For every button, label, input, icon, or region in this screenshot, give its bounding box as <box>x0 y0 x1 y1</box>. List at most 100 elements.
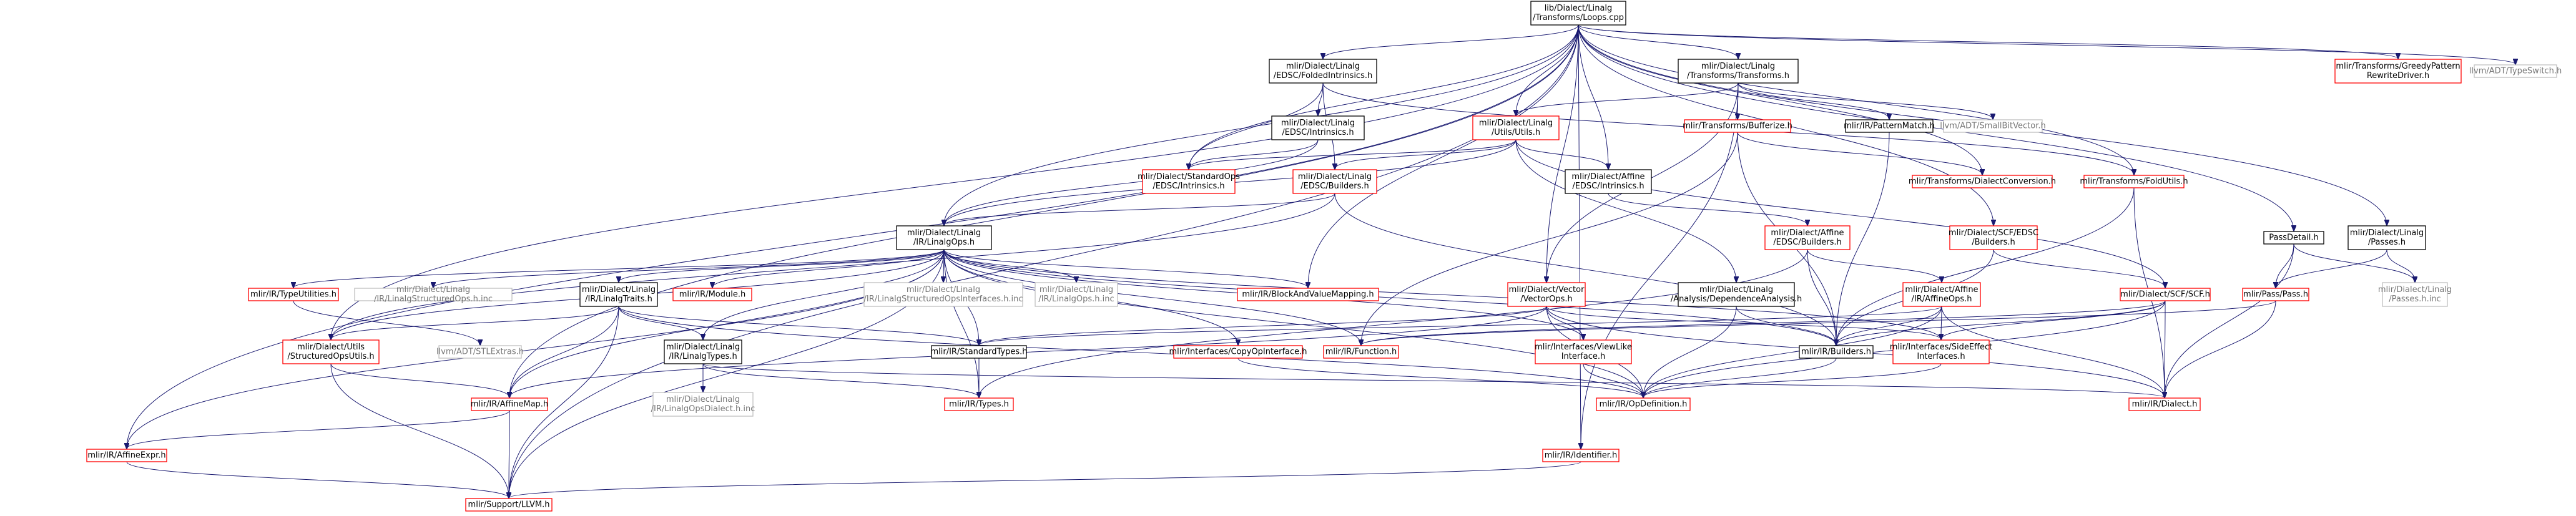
node-label-line: /EDSC/Builders.h <box>1300 182 1369 191</box>
edge-linalg_intr-to-std_intr <box>1189 139 1319 169</box>
node-label-line: /Passes.h.inc <box>2389 295 2441 304</box>
edge-passdetail-to-passes_inc <box>2293 243 2415 282</box>
node-label-line: mlir/Dialect/Linalg <box>396 285 470 295</box>
edge-affineops-to-builders <box>1836 306 1942 345</box>
node-typeswitch[interactable]: llvm/ADT/TypeSwitch.h <box>2469 64 2562 78</box>
node-label-line: llvm/ADT/TypeSwitch.h <box>2469 67 2562 76</box>
node-types[interactable]: mlir/IR/Types.h <box>944 397 1014 411</box>
node-label-line: mlir/Dialect/Affine <box>1905 285 1978 295</box>
node-affineexpr[interactable]: mlir/IR/AffineExpr.h <box>86 449 167 462</box>
node-box <box>2382 282 2448 307</box>
node-box <box>579 282 658 307</box>
node-box <box>652 392 754 417</box>
node-label-line: mlir/Dialect/Linalg <box>1701 62 1775 71</box>
node-buffer[interactable]: mlir/Transforms/Bufferize.h <box>1683 119 1792 133</box>
node-passdetail[interactable]: PassDetail.h <box>2263 231 2324 245</box>
edge-root-to-structutils <box>331 24 1579 339</box>
node-foldutils[interactable]: mlir/Transforms/FoldUtils.h <box>2080 175 2188 188</box>
edge-vectorops-to-viewlike <box>1546 306 1583 339</box>
edge-vectorops-to-stdtypes <box>979 306 1547 345</box>
edge-linalgops-to-affinemap <box>509 249 945 397</box>
node-aff-intr[interactable]: mlir/Dialect/Affine/EDSC/Intrinsics.h <box>1565 169 1652 194</box>
node-vectorops[interactable]: mlir/Dialect/Vector/VectorOps.h <box>1507 282 1586 307</box>
node-structutils[interactable]: mlir/Dialect/Utils/StructuredOpsUtils.h <box>282 339 380 364</box>
node-label-line: mlir/Dialect/Linalg <box>666 395 740 404</box>
node-label-line: mlir/Dialect/SCF/EDSC <box>1949 228 2038 238</box>
node-affineops[interactable]: mlir/Dialect/Affine/IR/AffineOps.h <box>1902 282 1981 307</box>
node-depanal[interactable]: mlir/Dialect/Linalg/Analysis/DependenceA… <box>1671 282 1802 307</box>
node-supportllvm[interactable]: mlir/Support/LLVM.h <box>465 498 553 512</box>
node-aff-bld[interactable]: mlir/Dialect/Affine/EDSC/Builders.h <box>1764 225 1851 250</box>
edge-passes-to-passes_inc <box>2386 249 2415 282</box>
node-lso-inc[interactable]: mlir/Dialect/Linalg/IR/LinalgStructuredO… <box>354 285 513 304</box>
node-greedy[interactable]: mlir/Transforms/GreedyPatternRewriteDriv… <box>2334 59 2462 84</box>
edge-linalgops-to-lops_inc <box>943 249 1076 282</box>
node-stdtypes[interactable]: mlir/IR/StandardTypes.h <box>930 345 1028 359</box>
node-utils[interactable]: mlir/Dialect/Linalg/Utils/Utils.h <box>1472 115 1560 140</box>
node-label-line: mlir/Dialect/Linalg <box>1040 285 1113 295</box>
edge-scf-to-builders <box>1836 300 2166 345</box>
node-box <box>2347 225 2426 250</box>
node-linalgops[interactable]: mlir/Dialect/Linalg/IR/LinalgOps.h <box>896 225 992 250</box>
node-builders[interactable]: mlir/IR/Builders.h <box>1799 345 1874 359</box>
node-traits[interactable]: mlir/Dialect/Linalg/IR/LinalgTraits.h <box>579 282 658 307</box>
node-patmatch[interactable]: mlir/IR/PatternMatch.h <box>1844 119 1935 133</box>
node-box <box>1912 175 2053 188</box>
edge-linalgops-to-types <box>943 249 979 397</box>
node-label-line: mlir/IR/BlockAndValueMapping.h <box>1242 290 1374 299</box>
node-label-line: /IR/LinalgOps.h.inc <box>1038 295 1114 304</box>
node-smallbit[interactable]: llvm/ADT/SmallBitVector.h <box>1940 119 2046 133</box>
node-scf[interactable]: mlir/Dialect/SCF/SCF.h <box>2120 288 2211 301</box>
node-folded[interactable]: mlir/Dialect/Linalg/EDSC/FoldedIntrinsic… <box>1269 59 1377 84</box>
node-label-line: Interfaces.h <box>1917 352 1965 361</box>
node-affinemap[interactable]: mlir/IR/AffineMap.h <box>471 397 548 411</box>
edge-root-to-identifier <box>1578 24 1581 449</box>
node-passes-inc[interactable]: mlir/Dialect/Linalg/Passes.h.inc <box>2378 282 2452 307</box>
edge-traits-to-stdtypes <box>618 306 979 345</box>
edge-aff_bld-to-types <box>979 249 1808 397</box>
node-function[interactable]: mlir/IR/Function.h <box>1323 345 1399 359</box>
node-bvm[interactable]: mlir/IR/BlockAndValueMapping.h <box>1237 288 1379 301</box>
node-module[interactable]: mlir/IR/Module.h <box>672 288 752 301</box>
node-label-line: lib/Dialect/Linalg <box>1545 4 1613 13</box>
node-label-line: mlir/IR/Module.h <box>679 290 746 299</box>
node-scf-edsc[interactable]: mlir/Dialect/SCF/EDSC/Builders.h <box>1949 225 2038 250</box>
node-label-line: /EDSC/FoldedIntrinsics.h <box>1274 71 1372 80</box>
node-linalg-bld[interactable]: mlir/Dialect/Linalg/EDSC/Builders.h <box>1292 169 1377 194</box>
node-box <box>2083 175 2185 188</box>
node-lod-inc[interactable]: mlir/Dialect/Linalg/IR/LinalgOpsDialect.… <box>651 392 755 417</box>
edge-linalgops-to-lso_inc <box>433 249 945 288</box>
node-stlextras[interactable]: llvm/ADT/STLExtras.h <box>436 345 524 359</box>
node-box <box>471 397 548 411</box>
edge-affineexpr-to-supportllvm <box>126 461 509 498</box>
edge-sideeff-to-opdef <box>1643 363 1942 397</box>
edge-identifier-to-supportllvm <box>509 461 1581 498</box>
node-identifier[interactable]: mlir/IR/Identifier.h <box>1542 449 1620 462</box>
node-transforms[interactable]: mlir/Dialect/Linalg/Transforms/Transform… <box>1678 59 1799 84</box>
node-dialect[interactable]: mlir/IR/Dialect.h <box>2128 397 2201 411</box>
node-pass[interactable]: mlir/Pass/Pass.h <box>2242 288 2309 301</box>
node-copyop[interactable]: mlir/Interfaces/CopyOpInterface.h <box>1169 345 1307 359</box>
node-dialconv[interactable]: mlir/Transforms/DialectConversion.h <box>1909 175 2056 188</box>
edge-root-to-typeswitch <box>1578 24 2515 64</box>
node-lsoi-inc[interactable]: mlir/Dialect/Linalg/IR/LinalgStructuredO… <box>863 282 1023 307</box>
node-linalg-intr[interactable]: mlir/Dialect/Linalg/EDSC/Intrinsics.h <box>1271 115 1365 140</box>
node-label-line: mlir/Transforms/Bufferize.h <box>1683 122 1792 131</box>
node-lintypes[interactable]: mlir/Dialect/Linalg/IR/LinalgTypes.h <box>664 339 742 364</box>
node-std-intr[interactable]: mlir/Dialect/StandardOps/EDSC/Intrinsics… <box>1138 169 1240 194</box>
edge-viewlike-to-opdef <box>1583 363 1643 397</box>
edge-root-to-aff_intr <box>1578 24 1608 169</box>
node-passes[interactable]: mlir/Dialect/Linalg/Passes.h <box>2347 225 2426 250</box>
node-typeutils[interactable]: mlir/IR/TypeUtilities.h <box>248 288 339 301</box>
edge-scf-to-sideeff <box>1941 300 2166 339</box>
edge-aff_bld-to-builders <box>1807 249 1836 345</box>
node-opdef[interactable]: mlir/IR/OpDefinition.h <box>1596 397 1691 411</box>
edge-buffer-to-dialconv <box>1737 132 1982 175</box>
node-label-line: mlir/IR/AffineExpr.h <box>87 451 165 460</box>
node-lops-inc[interactable]: mlir/Dialect/Linalg/IR/LinalgOps.h.inc <box>1035 282 1118 307</box>
edge-root-to-supportllvm <box>509 24 1579 498</box>
node-label-line: /Builders.h <box>1972 238 2015 247</box>
